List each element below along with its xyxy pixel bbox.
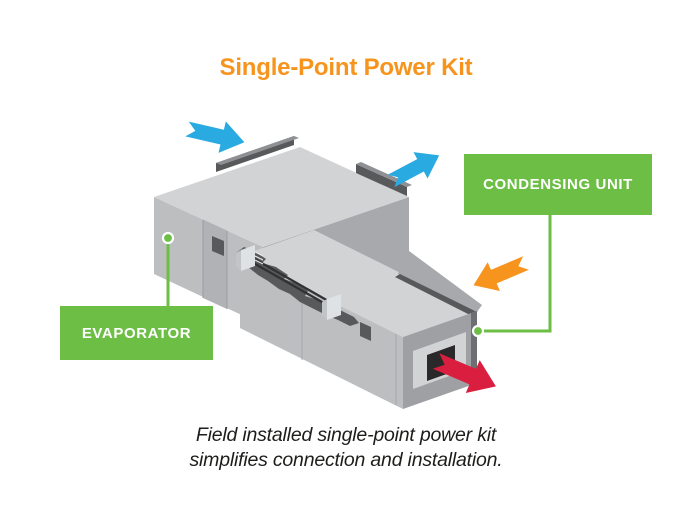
evaporator-front-panel-strip bbox=[203, 219, 227, 309]
condensing-vent-panel bbox=[360, 322, 371, 341]
supply-airflow-arrow-icon bbox=[185, 121, 245, 153]
exhaust-airflow-arrow-icon bbox=[387, 152, 440, 188]
junction-box bbox=[241, 245, 255, 271]
junction-wire bbox=[254, 251, 264, 257]
intake-airflow-arrow-icon bbox=[473, 256, 529, 292]
condensing-unit-label: CONDENSING UNIT bbox=[464, 154, 652, 215]
junction-box-side bbox=[322, 299, 327, 319]
junction-wire bbox=[254, 255, 264, 261]
callout-line bbox=[481, 215, 552, 333]
callout-condensing-connector bbox=[471, 215, 552, 338]
evaporator-duct-curb bbox=[356, 164, 407, 196]
junction-wire bbox=[254, 259, 264, 265]
junction-box bbox=[327, 294, 341, 320]
caption-line-1: Field installed single-point power kit bbox=[195, 424, 497, 446]
conduit-line bbox=[250, 256, 338, 307]
condensing-roof bbox=[240, 230, 477, 337]
condensing-ne-wall bbox=[398, 248, 482, 312]
condensing-front-face bbox=[240, 256, 403, 409]
power-kit-conduit bbox=[236, 245, 359, 326]
callout-dot bbox=[471, 324, 485, 338]
condensing-unit bbox=[240, 230, 482, 409]
callout-evaporator-connector bbox=[161, 231, 175, 308]
caption-line-2: simplifies connection and installation. bbox=[189, 449, 503, 471]
junction-box-side bbox=[236, 250, 241, 270]
evaporator-access-panel bbox=[212, 236, 224, 256]
callout-dot bbox=[161, 231, 175, 245]
condensing-roof-curb bbox=[395, 274, 477, 315]
discharge-airflow-arrow-icon bbox=[432, 353, 496, 394]
conduit-line bbox=[249, 260, 337, 311]
evaporator-top-face bbox=[154, 147, 409, 247]
caption-text: Field installed single-point power kit s… bbox=[0, 423, 692, 473]
evaporator-label: EVAPORATOR bbox=[60, 306, 213, 360]
page-title: Single-Point Power Kit bbox=[219, 54, 473, 81]
evaporator-duct-curb-top bbox=[216, 136, 299, 165]
